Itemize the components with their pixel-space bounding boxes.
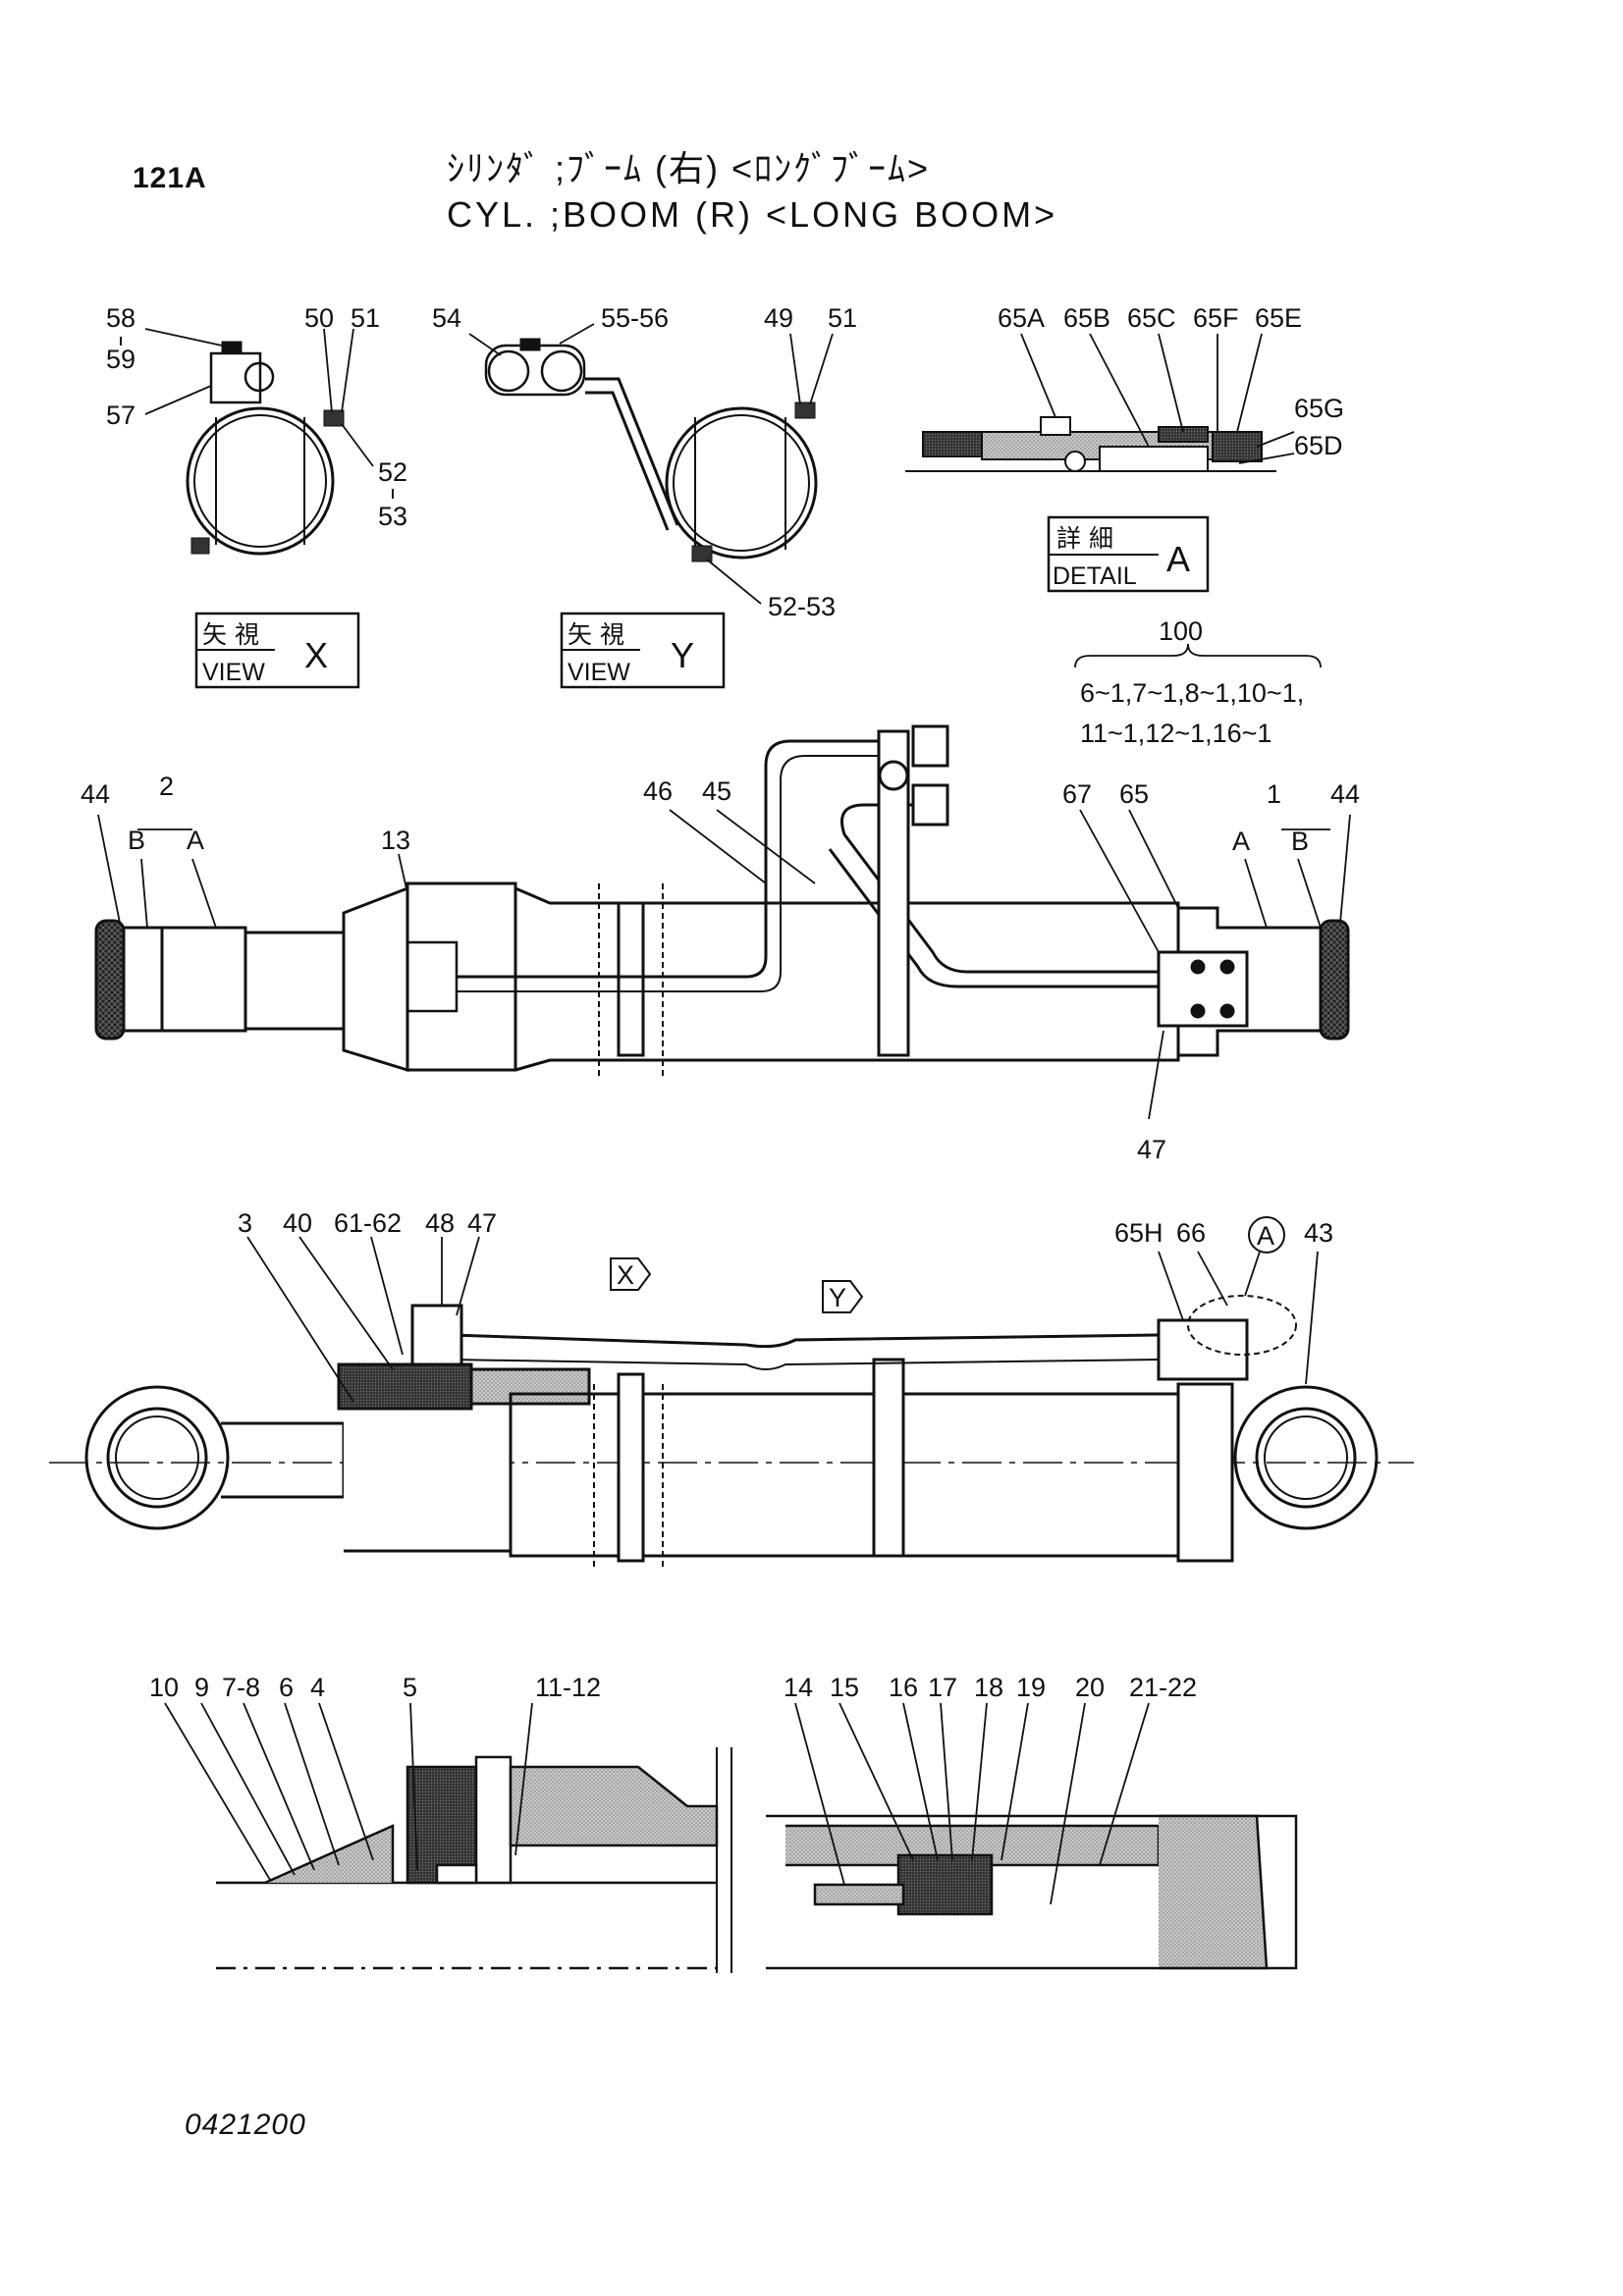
callout: 10 bbox=[149, 1673, 179, 1702]
callouts-section-view: 10 9 7-8 6 4 5 11-12 14 15 16 17 18 19 2… bbox=[149, 1673, 1197, 1702]
callout: 54 bbox=[432, 303, 461, 333]
callout: 4 bbox=[310, 1673, 325, 1702]
callout: 18 bbox=[974, 1673, 1003, 1702]
top-view-drawing bbox=[94, 724, 1350, 1080]
callout: 5 bbox=[403, 1673, 417, 1702]
detail-a-box-letter: A bbox=[1166, 539, 1190, 579]
callout: 65E bbox=[1255, 303, 1302, 333]
callout: 21-22 bbox=[1129, 1673, 1197, 1702]
callout: 65B bbox=[1063, 303, 1110, 333]
callout: B bbox=[1291, 827, 1309, 856]
kit-line-1: 6~1,7~1,8~1,10~1, bbox=[1080, 678, 1304, 708]
callout: 46 bbox=[643, 776, 673, 806]
callout: 58 bbox=[106, 303, 135, 333]
kit-callout: 100 6~1,7~1,8~1,10~1, 11~1,12~1,16~1 bbox=[1080, 616, 1304, 748]
callout: 49 bbox=[764, 303, 793, 333]
view-y-box-letter: Y bbox=[671, 635, 694, 675]
callout: 15 bbox=[830, 1673, 859, 1702]
callout: 67 bbox=[1062, 779, 1092, 809]
callouts-detail-a: 65A 65B 65C 65F 65E 65G 65D bbox=[998, 303, 1344, 460]
callout: 14 bbox=[784, 1673, 813, 1702]
callouts-view-x: 58 59 57 50 51 52 53 bbox=[106, 303, 407, 531]
callout: 47 bbox=[467, 1208, 497, 1238]
detail-a-drawing bbox=[905, 416, 1276, 472]
callout: 66 bbox=[1176, 1218, 1206, 1248]
title-english: CYL. ;BOOM (R) <LONG BOOM> bbox=[447, 194, 1058, 235]
callout: 52 bbox=[378, 457, 407, 487]
callout: 16 bbox=[889, 1673, 918, 1702]
side-view-drawing bbox=[49, 1295, 1414, 1571]
callout: 47 bbox=[1137, 1135, 1166, 1164]
callout: 3 bbox=[238, 1208, 252, 1238]
callout: 6 bbox=[279, 1673, 294, 1702]
view-arrow-x-label: X bbox=[617, 1260, 634, 1290]
callout: 65G bbox=[1294, 394, 1344, 423]
view-arrow-y-label: Y bbox=[829, 1283, 846, 1312]
callout: A bbox=[187, 826, 204, 855]
view-y-drawing bbox=[484, 338, 818, 562]
callout: 65F bbox=[1193, 303, 1239, 333]
view-x-box-letter: X bbox=[304, 635, 328, 675]
kit-line-2: 11~1,12~1,16~1 bbox=[1080, 719, 1271, 748]
callout: 9 bbox=[194, 1673, 209, 1702]
callout: 51 bbox=[351, 303, 380, 333]
callout: 61-62 bbox=[334, 1208, 402, 1238]
callout: 19 bbox=[1016, 1673, 1046, 1702]
detail-a-box: 詳 細 DETAIL A bbox=[1047, 515, 1210, 593]
view-x-drawing bbox=[186, 341, 345, 556]
callouts-top-view: 44 2 B A 13 46 45 67 65 1 A B 44 47 bbox=[81, 772, 1360, 1164]
callout: 55-56 bbox=[601, 303, 669, 333]
callout: 20 bbox=[1075, 1673, 1105, 1702]
callout: 44 bbox=[1330, 779, 1360, 809]
callout: 52-53 bbox=[768, 592, 836, 621]
callouts-view-y: 54 55-56 49 51 52-53 bbox=[432, 303, 857, 621]
title-japanese: ｼﾘﾝﾀﾞ ;ﾌﾞｰﾑ (右) <ﾛﾝｸﾞﾌﾞｰﾑ> bbox=[447, 148, 931, 188]
callout: 65 bbox=[1119, 779, 1149, 809]
detail-a-marker: A bbox=[1248, 1216, 1285, 1254]
callout: 50 bbox=[304, 303, 334, 333]
callouts-side-view: 3 40 61-62 48 47 65H 66 43 bbox=[238, 1208, 1333, 1248]
kit-number: 100 bbox=[1159, 616, 1203, 646]
detail-a-box-jp: 詳 細 bbox=[1056, 524, 1113, 553]
callout: 59 bbox=[106, 345, 135, 374]
view-x-box-jp: 矢 視 bbox=[202, 620, 259, 649]
callout: 53 bbox=[378, 502, 407, 531]
callout: 43 bbox=[1304, 1218, 1333, 1248]
section-view-drawing bbox=[216, 1747, 1298, 1973]
detail-a-box-en: DETAIL bbox=[1053, 562, 1137, 590]
callout: 11-12 bbox=[535, 1673, 601, 1702]
drawing-number: 0421200 bbox=[185, 2109, 306, 2141]
callout: A bbox=[1232, 827, 1250, 856]
callout: 65A bbox=[998, 303, 1045, 333]
view-y-box-en: VIEW bbox=[568, 659, 630, 686]
callout: 2 bbox=[159, 772, 174, 801]
view-y-box-jp: 矢 視 bbox=[568, 620, 624, 649]
callout: 45 bbox=[702, 776, 731, 806]
callout: 65D bbox=[1294, 431, 1343, 460]
page-number: 121A bbox=[133, 162, 207, 194]
callout: 57 bbox=[106, 400, 135, 430]
callout: 7-8 bbox=[222, 1673, 260, 1702]
detail-a-marker-label: A bbox=[1257, 1221, 1274, 1251]
view-arrow-x: X bbox=[610, 1257, 652, 1291]
callout: 44 bbox=[81, 779, 110, 809]
view-arrow-y: Y bbox=[822, 1280, 864, 1313]
leader-lines bbox=[97, 323, 1351, 1905]
callout: 65C bbox=[1127, 303, 1176, 333]
view-y-box: 矢 視 VIEW Y bbox=[560, 612, 726, 689]
view-x-box-en: VIEW bbox=[202, 659, 265, 686]
callout: 1 bbox=[1267, 779, 1281, 809]
view-x-box: 矢 視 VIEW X bbox=[194, 612, 360, 689]
callout: 48 bbox=[425, 1208, 455, 1238]
callout: 40 bbox=[283, 1208, 312, 1238]
callout: 17 bbox=[928, 1673, 957, 1702]
callout: B bbox=[128, 826, 145, 855]
callout: 13 bbox=[381, 826, 410, 855]
callout: 65H bbox=[1114, 1218, 1163, 1248]
callout: 51 bbox=[828, 303, 857, 333]
